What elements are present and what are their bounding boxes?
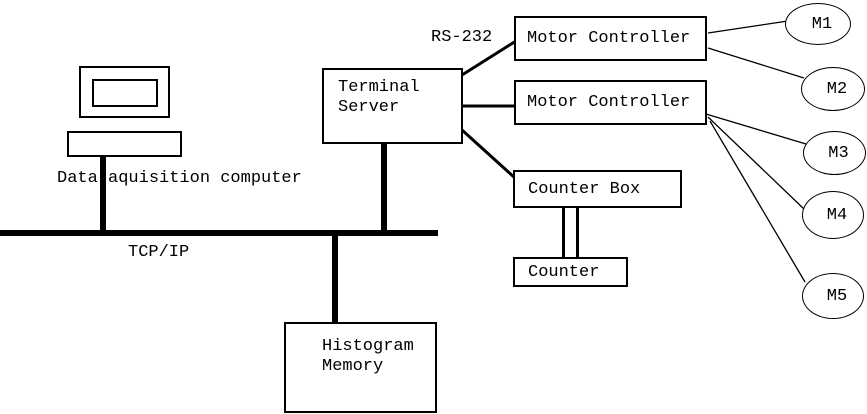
computer-screen-icon [92, 79, 158, 107]
wire-bus-to-histogram-memory [332, 235, 338, 323]
motor-m5: M5 [802, 273, 864, 319]
edge-motor-controller-1-to-m1 [707, 20, 789, 34]
computer-keyboard-icon [67, 131, 182, 157]
edge-motor-controller-1-to-m2 [707, 47, 805, 79]
histogram-memory-box: Histogram Memory [284, 322, 437, 413]
histogram-memory-label-line2: Memory [322, 357, 384, 376]
motor-m4: M4 [802, 191, 864, 239]
data-acquisition-computer-label: Data aquisition computer [57, 169, 302, 188]
counter-label: Counter [528, 262, 600, 282]
counter-box: Counter Box [513, 170, 682, 208]
wire-counter-box-to-counter-right [576, 207, 579, 258]
counter-unit-box: Counter [513, 257, 628, 287]
wire-computer-to-bus [100, 156, 106, 231]
rs-232-label: RS-232 [431, 28, 493, 47]
tcp-ip-label: TCP/IP [128, 243, 190, 262]
wire-terminal-server-to-bus [381, 143, 387, 231]
motor-m2-label: M2 [826, 79, 848, 99]
wire-counter-box-to-counter-left [562, 207, 565, 258]
motor-m2: M2 [801, 67, 865, 111]
motor-controller-1-label: Motor Controller [527, 29, 691, 48]
motor-controller-2-label: Motor Controller [527, 93, 691, 112]
terminal-server-label-line2: Server [338, 98, 400, 117]
motor-controller-2-box: Motor Controller [514, 80, 707, 125]
motor-m1-label: M1 [811, 14, 833, 34]
edge-terminal-server-to-counter-box [460, 128, 517, 180]
edge-motor-controller-2-to-m3 [705, 113, 807, 145]
histogram-memory-label-line1: Histogram [322, 337, 414, 356]
edge-motor-controller-2-to-m5 [709, 120, 806, 283]
tcp-ip-bus [0, 230, 438, 236]
motor-m3: M3 [803, 131, 866, 175]
motor-controller-1-box: Motor Controller [514, 16, 707, 61]
motor-m4-label: M4 [826, 205, 848, 225]
motor-m1: M1 [785, 3, 851, 45]
motor-m3-label: M3 [828, 143, 849, 163]
terminal-server-label-line1: Terminal [338, 78, 420, 97]
terminal-server-box: Terminal Server [322, 68, 463, 144]
edge-motor-controller-2-to-m4 [707, 116, 805, 210]
counter-box-label: Counter Box [528, 179, 641, 199]
motor-m5-label: M5 [826, 286, 848, 306]
